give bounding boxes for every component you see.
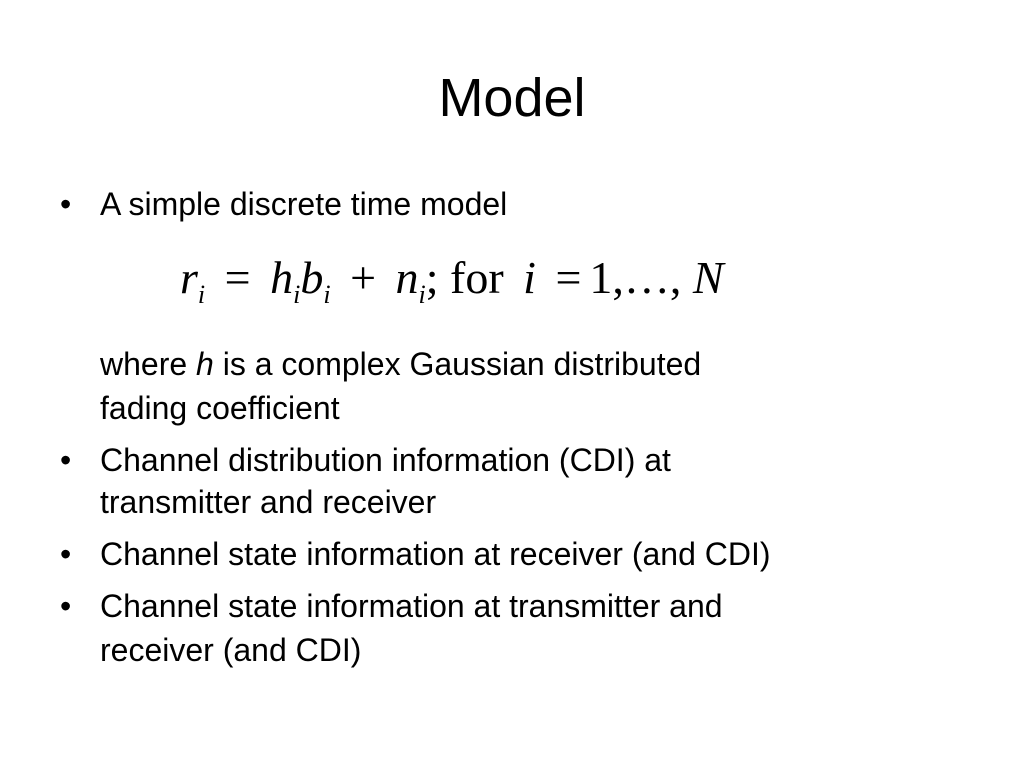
- bullet-text: Channel distribution information (CDI) a…: [100, 442, 671, 478]
- bullet-text: A simple discrete time model: [100, 186, 508, 222]
- bullet-text: Channel state information at receiver (a…: [100, 536, 771, 572]
- equation-note: where h is a complex Gaussian distribute…: [100, 346, 702, 382]
- bullet-text-continued: transmitter and receiver: [100, 484, 437, 520]
- bullet-marker: •: [60, 442, 72, 478]
- equation-note-line2: fading coefficient: [100, 390, 340, 426]
- bullet-marker: •: [60, 588, 72, 624]
- bullet-marker: •: [60, 186, 72, 222]
- bullet-marker: •: [60, 536, 72, 572]
- bullet-text-continued: receiver (and CDI): [100, 632, 362, 668]
- model-equation: ri = hibi + ni; for i =1,…, N: [180, 252, 724, 309]
- slide-title: Model: [438, 68, 586, 128]
- bullet-text: Channel state information at transmitter…: [100, 588, 723, 624]
